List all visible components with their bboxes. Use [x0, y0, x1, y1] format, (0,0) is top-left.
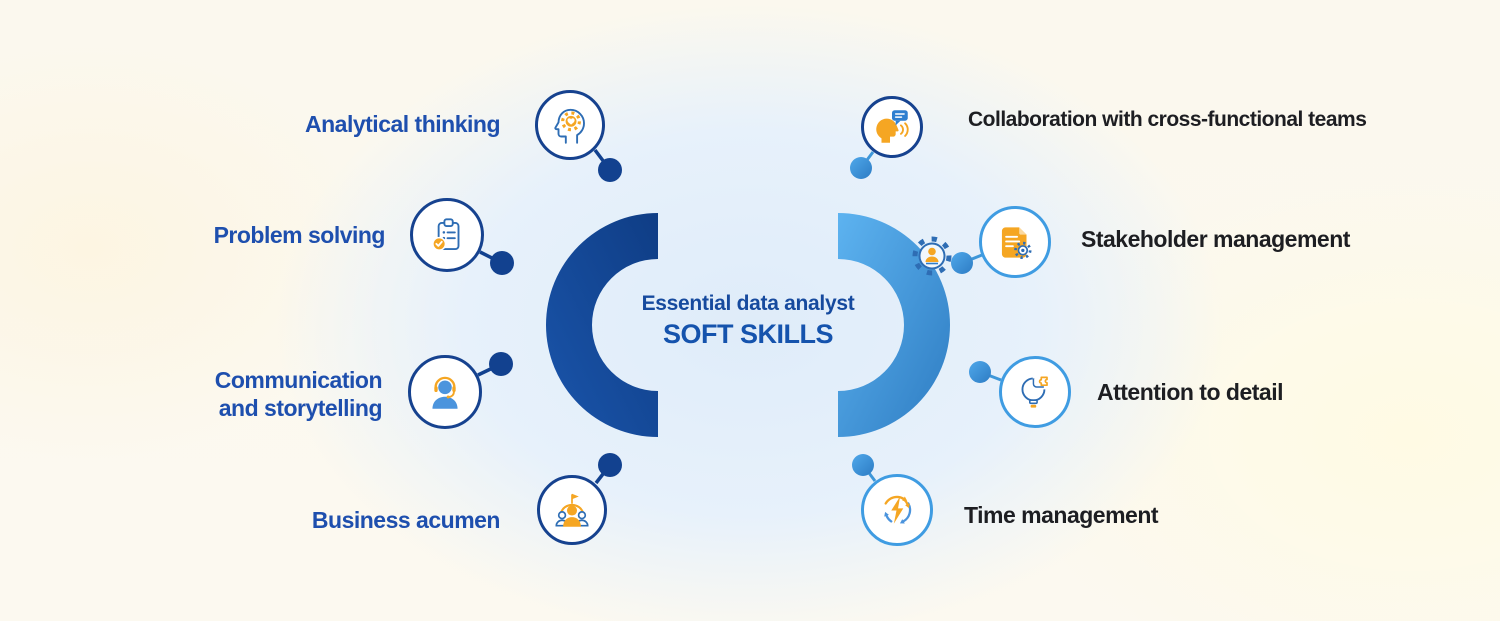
node-communication-storytelling	[408, 355, 482, 429]
right-connector-dots	[850, 157, 991, 476]
node-problem-solving	[410, 198, 484, 272]
label-time-management: Time management	[964, 502, 1159, 528]
node-collaboration	[861, 96, 923, 158]
communication-icon	[432, 376, 458, 409]
node-business-acumen	[537, 475, 607, 545]
label-business-acumen: Business acumen	[311, 507, 501, 533]
left-arc	[546, 213, 658, 437]
problem-solving-icon	[432, 218, 460, 251]
label-attention-to-detail: Attention to detail	[1097, 379, 1283, 405]
node-stakeholder-management	[979, 206, 1051, 278]
business-acumen-icon	[555, 493, 589, 527]
person-gear-icon	[912, 236, 952, 276]
collaboration-icon	[876, 110, 909, 143]
title-line2: SOFT SKILLS	[663, 319, 834, 349]
stakeholder-icon	[1001, 227, 1032, 260]
right-arc	[838, 213, 950, 437]
attention-to-detail-icon	[1021, 376, 1048, 408]
node-analytical-thinking	[535, 90, 605, 160]
label-problem-solving: Problem solving	[213, 222, 386, 248]
label-stakeholder-management: Stakeholder management	[1081, 226, 1350, 252]
time-management-icon	[884, 495, 912, 524]
label-communication-storytelling: Communication and storytelling	[214, 367, 383, 421]
left-connector-dots	[489, 158, 622, 477]
node-attention-to-detail	[999, 356, 1071, 428]
center-title: Essential data analyst SOFT SKILLS	[598, 291, 898, 350]
analytical-thinking-icon	[554, 108, 585, 144]
title-line1: Essential data analyst	[641, 292, 855, 315]
label-analytical-thinking: Analytical thinking	[305, 111, 500, 137]
label-collaboration: Collaboration with cross-functional team…	[968, 108, 1367, 131]
node-time-management	[861, 474, 933, 546]
